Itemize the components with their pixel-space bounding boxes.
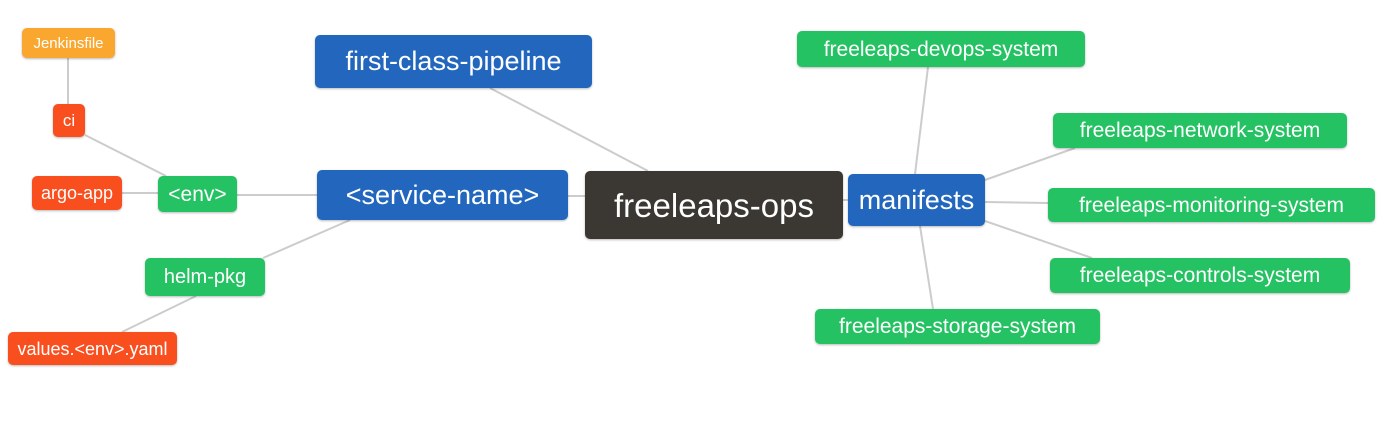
mindmap-node-devops-system[interactable]: freeleaps-devops-system [797,31,1085,67]
edge-manifests-to-devops-system [914,66,929,175]
mindmap-node-argo-app[interactable]: argo-app [32,176,122,210]
edge-manifests-to-network-system [984,147,1076,181]
edge-helm-pkg-to-values-env-yaml [121,295,197,333]
edge-manifests-to-monitoring-system [984,201,1049,204]
edge-manifests-to-controls-system [984,220,1093,259]
mindmap-node-service-name[interactable]: <service-name> [317,170,568,220]
mindmap-node-manifests[interactable]: manifests [848,174,985,226]
mindmap-node-env[interactable]: <env> [158,176,237,212]
mindmap-node-jenkinsfile[interactable]: Jenkinsfile [22,28,115,58]
mindmap-node-first-class-pipeline[interactable]: first-class-pipeline [315,35,592,88]
edge-service-name-to-helm-pkg [262,219,351,259]
edge-env-to-ci [84,134,167,177]
mindmap-node-freeleaps-ops[interactable]: freeleaps-ops [585,171,843,239]
mindmap-node-monitoring-system[interactable]: freeleaps-monitoring-system [1048,188,1375,222]
edge-manifests-to-storage-system [919,225,934,310]
mindmap-node-controls-system[interactable]: freeleaps-controls-system [1050,258,1350,293]
mindmap-node-helm-pkg[interactable]: helm-pkg [145,258,265,296]
edge-freeleaps-ops-to-first-class-pipeline [489,87,649,172]
mindmap-node-values-env-yaml[interactable]: values.<env>.yaml [8,332,177,365]
mindmap-node-ci[interactable]: ci [53,104,85,137]
mindmap-node-network-system[interactable]: freeleaps-network-system [1053,113,1347,148]
mindmap-node-storage-system[interactable]: freeleaps-storage-system [815,309,1100,344]
